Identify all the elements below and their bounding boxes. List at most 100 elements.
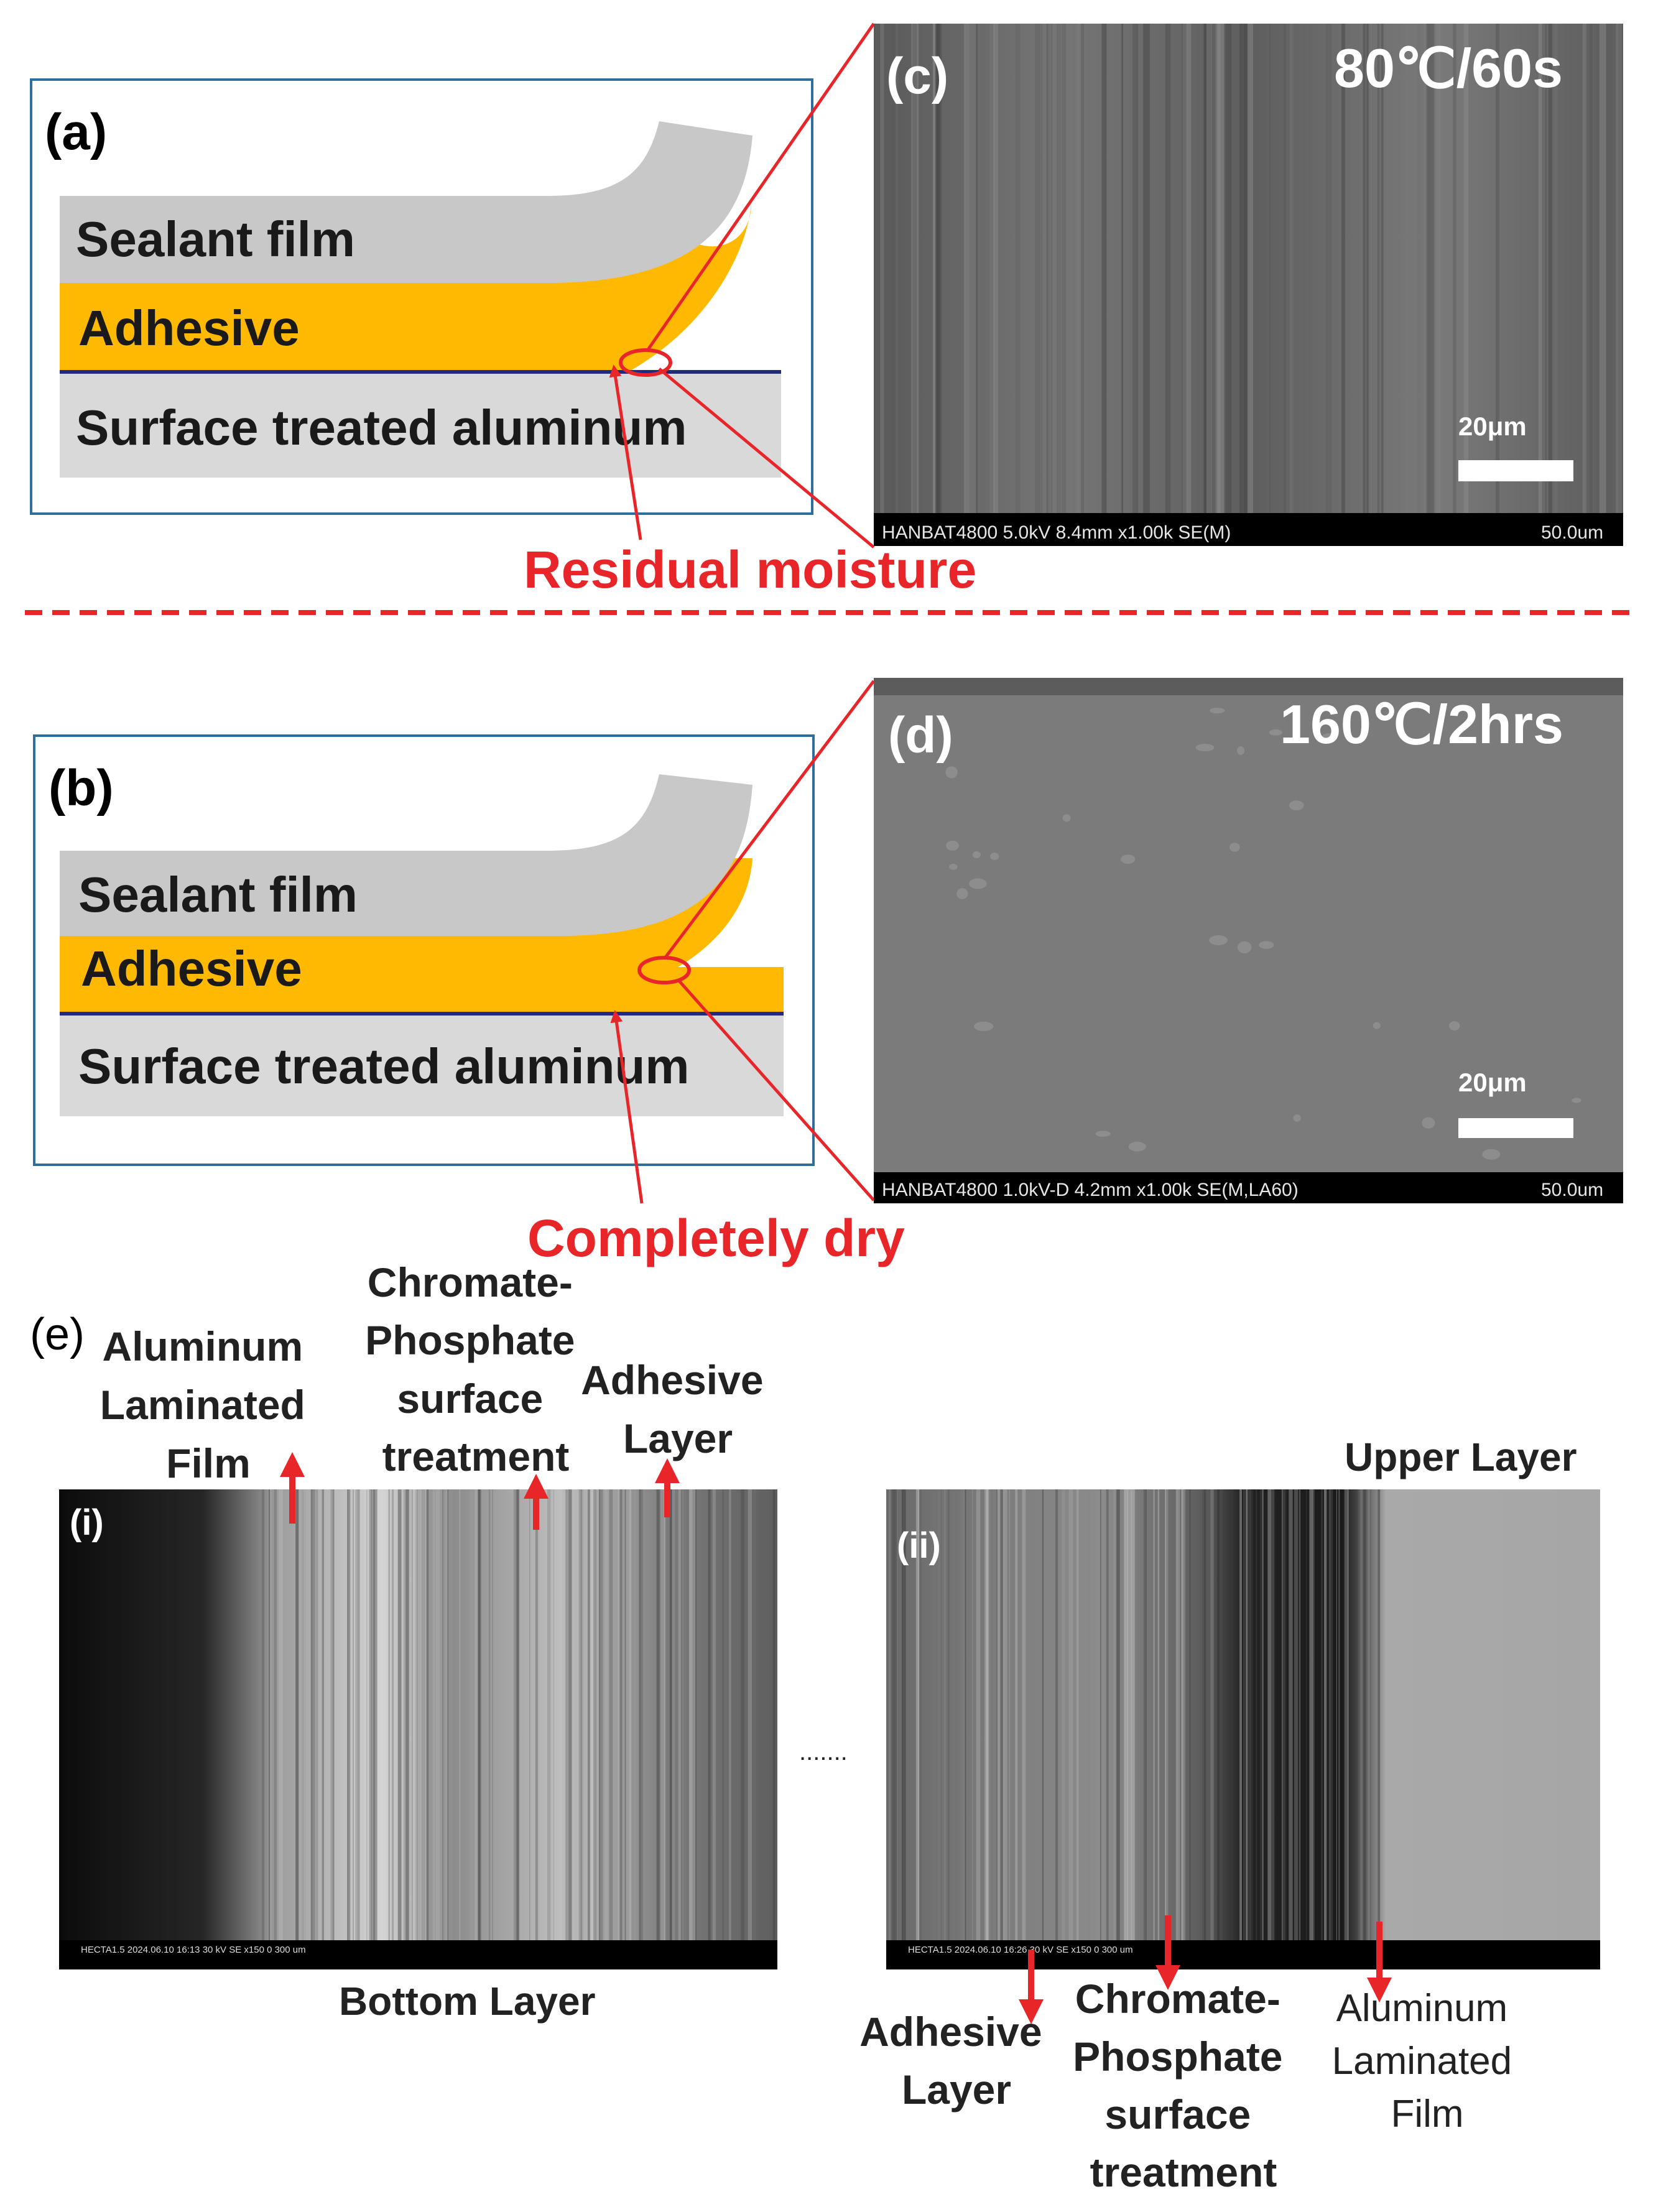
sem-streak (1245, 1489, 1248, 1940)
sem-streak (549, 1489, 553, 1940)
sem-streak (1048, 24, 1052, 513)
sem-speck (974, 1021, 994, 1032)
sem-streak (895, 24, 899, 513)
sem-streak (1182, 24, 1188, 513)
sem-ii-label: (ii) (897, 1525, 941, 1566)
sem-streak (1003, 1489, 1004, 1940)
sem-streak (1182, 1489, 1185, 1940)
sem-streak (1429, 24, 1435, 513)
sem-streak (988, 1489, 992, 1940)
sem-streak (993, 24, 999, 513)
sem-streak (1321, 1489, 1323, 1940)
sem-streak (609, 1489, 613, 1940)
sem-streak (535, 1489, 538, 1940)
adhesive-label-ii: Adhesive Layer (859, 2009, 1053, 2113)
sem-streak (625, 1489, 630, 1940)
sem-streak (629, 1489, 632, 1940)
sem-speck (948, 864, 958, 870)
sem-streak (355, 1489, 360, 1940)
sem-streak (353, 1489, 354, 1940)
sem-streak (1324, 1489, 1326, 1940)
sem-streak (917, 1489, 920, 1940)
sem-streak (1256, 1489, 1257, 1940)
sealant-label: Sealant film (76, 211, 355, 267)
sem-streak (1593, 24, 1595, 513)
sem-speck (1422, 1117, 1435, 1129)
sem-streak (1378, 1489, 1381, 1940)
sem-speck (1237, 941, 1252, 954)
sem-streak (403, 1489, 405, 1940)
sem-streak (1134, 1489, 1136, 1940)
sem-streak (1015, 1489, 1018, 1940)
sem-streak (1076, 1489, 1079, 1940)
sem-streak (610, 1489, 612, 1940)
sem-streak (741, 1489, 744, 1940)
sem-streak (1116, 1489, 1120, 1940)
sem-streak (1009, 1489, 1011, 1940)
zoom-line (658, 368, 875, 548)
sem-streak (1076, 24, 1083, 513)
panel-d-sem: HANBAT4800 1.0kV-D 4.2mm x1.00k SE(M,LA6… (874, 678, 1623, 1203)
sem-streak (935, 24, 938, 513)
sem-streak (935, 24, 940, 513)
sem-streak (1189, 1489, 1191, 1940)
sem-streak (940, 1489, 942, 1940)
sem-streak (1416, 24, 1424, 513)
sem-streak (322, 1489, 325, 1940)
sem-streak (590, 1489, 595, 1940)
sem-streak (445, 1489, 448, 1940)
sem-streak (412, 1489, 414, 1940)
adhesive-label: Adhesive (78, 300, 300, 356)
sem-streak (729, 1489, 731, 1940)
sem-streak (1203, 24, 1211, 513)
sem-streak (1294, 1489, 1299, 1940)
zoom-line (677, 978, 875, 1201)
sem-streak (262, 1489, 264, 1940)
sem-speck (1289, 800, 1304, 811)
sem-streak (1260, 1489, 1261, 1940)
sem-streak (516, 1489, 520, 1940)
sem-speck (1209, 935, 1228, 945)
sem-streak (1070, 1489, 1072, 1940)
sem-streak (1157, 1489, 1160, 1940)
sem-streak (1022, 1489, 1026, 1940)
sem-streak (1426, 24, 1433, 513)
sem-speck (1121, 854, 1136, 864)
ellipsis: ....... (799, 1738, 848, 1765)
sem-speck (1237, 746, 1245, 755)
sem-streak (880, 24, 884, 513)
sem-streak (1324, 1489, 1326, 1940)
sem-streak (1553, 24, 1558, 513)
sem-streak (489, 1489, 491, 1940)
sem-streak (1042, 1489, 1044, 1940)
sem-streak (295, 1489, 299, 1940)
sem-streak (1436, 24, 1441, 513)
sem-streak (267, 1489, 272, 1940)
sem-streak (311, 1489, 315, 1940)
sem-streak (963, 1489, 965, 1940)
sem-streak (1359, 1489, 1364, 1940)
sem-streak (1368, 24, 1371, 513)
sem-streak (601, 1489, 604, 1940)
sem-streak (932, 24, 938, 513)
sem-streak (1217, 24, 1225, 513)
sem-streak (1062, 24, 1067, 513)
sem-streak (1496, 24, 1498, 513)
sem-d-scale-bar (1458, 1118, 1573, 1138)
sem-streak (996, 1489, 999, 1940)
sem-speck (1269, 729, 1283, 736)
sem-streak (708, 1489, 711, 1940)
moisture-ellipse (619, 348, 672, 377)
sem-streak (722, 1489, 724, 1940)
sem-streak (513, 1489, 516, 1940)
sem-c-image (874, 24, 1623, 546)
sem-streak (688, 1489, 693, 1940)
sem-streak (1132, 24, 1139, 513)
sem-streak (478, 1489, 481, 1940)
sem-speck (1210, 708, 1225, 714)
sem-c-footer-left: HANBAT4800 5.0kV 8.4mm x1.00k SE(M) (882, 522, 1231, 543)
sem-c-scale-label: 20μm (1458, 412, 1527, 441)
sem-speck (1373, 1022, 1381, 1029)
chromate-label-ii: Chromate- Phosphate surface treatment (1073, 1976, 1294, 2195)
